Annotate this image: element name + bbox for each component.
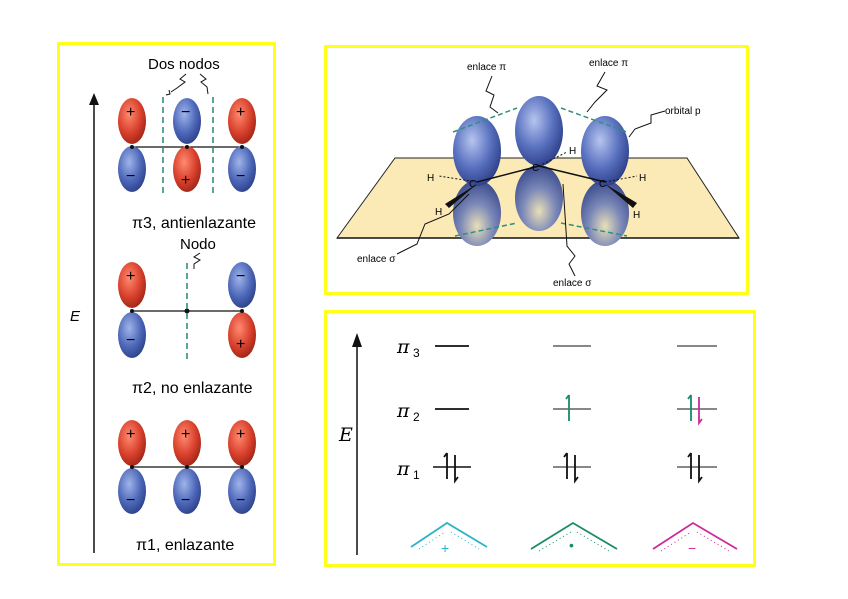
sigma-bond-label-left: enlace σ — [357, 254, 396, 265]
svg-text:+: + — [236, 426, 245, 443]
node-arrow-right — [199, 73, 209, 95]
energy-axis-label: E — [338, 424, 353, 446]
pi1-orbitals: + + + − − − — [118, 420, 256, 514]
lobe — [228, 146, 256, 192]
lobe — [228, 98, 256, 144]
svg-text:−: − — [126, 332, 135, 349]
p-lobe-upper — [581, 116, 629, 186]
lobe — [118, 146, 146, 192]
radical-symbol: • — [530, 521, 618, 553]
p-lobe-upper — [515, 96, 563, 166]
svg-text:−: − — [181, 104, 190, 121]
svg-text:−: − — [236, 268, 245, 285]
allyl-3d-panel: C C C H H H H H enlace π enlace π orbita… — [324, 45, 749, 295]
svg-text:−: − — [236, 492, 245, 509]
radical-electron — [565, 394, 570, 421]
svg-text:−: − — [236, 168, 245, 185]
svg-text:C: C — [599, 179, 606, 190]
svg-text:3: 3 — [413, 346, 420, 360]
node-arrow-left — [170, 73, 187, 93]
orbital-diagram: E Dos nodos + − + − + − π3, — [70, 56, 256, 554]
svg-text:+: + — [181, 172, 190, 189]
sigma-bond-label-bottom: enlace σ — [553, 278, 592, 289]
svg-text:+: + — [441, 540, 449, 556]
svg-text:+: + — [236, 104, 245, 121]
svg-text:−: − — [688, 540, 696, 556]
pi-bond-label-right: enlace π — [589, 58, 628, 69]
svg-text:+: + — [126, 426, 135, 443]
svg-text:H: H — [639, 173, 646, 184]
lobe — [173, 98, 201, 144]
pi2-label: π2, no enlazante — [132, 380, 253, 397]
pi1-label: π1, enlazante — [136, 537, 234, 554]
svg-text:H: H — [435, 207, 442, 218]
pi1-level-symbol: π — [396, 458, 410, 480]
svg-text:C: C — [469, 179, 476, 190]
svg-text:H: H — [569, 146, 576, 157]
pi3-label: π3, antienlazante — [132, 215, 256, 232]
energy-axis-arrowhead — [89, 93, 99, 105]
pi3-orbitals: + − + − + − — [118, 97, 256, 195]
node-annotation: Nodo — [180, 236, 216, 253]
lobe — [173, 146, 201, 192]
energy-axis-label: E — [70, 308, 81, 325]
svg-text:1: 1 — [413, 468, 420, 482]
svg-text:+: + — [236, 336, 245, 353]
svg-text:+: + — [126, 268, 135, 285]
lobe — [118, 98, 146, 144]
svg-text:H: H — [427, 173, 434, 184]
svg-text:+: + — [181, 426, 190, 443]
anion-symbol: − — [652, 521, 738, 556]
svg-text:+: + — [126, 104, 135, 121]
p-lobe-upper — [453, 116, 501, 186]
pi2-level-symbol: π — [396, 400, 410, 422]
p-lobe-lower — [515, 165, 563, 231]
svg-text:−: − — [181, 492, 190, 509]
svg-text:2: 2 — [413, 410, 420, 424]
p-orbital-label: orbital p — [665, 106, 701, 117]
svg-text:H: H — [633, 210, 640, 221]
pi3-level-symbol: π — [396, 336, 410, 358]
svg-text:−: − — [126, 492, 135, 509]
pi-bond-label-left: enlace π — [467, 62, 506, 73]
energy-level-panel: E π 3 π 2 π 1 + — [324, 310, 756, 567]
allyl-orbitals-panel: E Dos nodos + − + − + − π3, — [57, 42, 276, 566]
svg-text:•: • — [569, 537, 574, 553]
allyl-3d-diagram: C C C H H H H H enlace π enlace π orbita… — [336, 58, 740, 289]
p-lobe-lower — [453, 180, 501, 246]
svg-text:C: C — [532, 163, 539, 174]
svg-text:−: − — [126, 168, 135, 185]
pi2-orbitals: + − − + — [118, 262, 256, 361]
energy-level-diagram: E π 3 π 2 π 1 + — [338, 333, 738, 556]
cation-symbol: + — [410, 521, 488, 556]
two-nodes-annotation: Dos nodos — [148, 56, 220, 73]
